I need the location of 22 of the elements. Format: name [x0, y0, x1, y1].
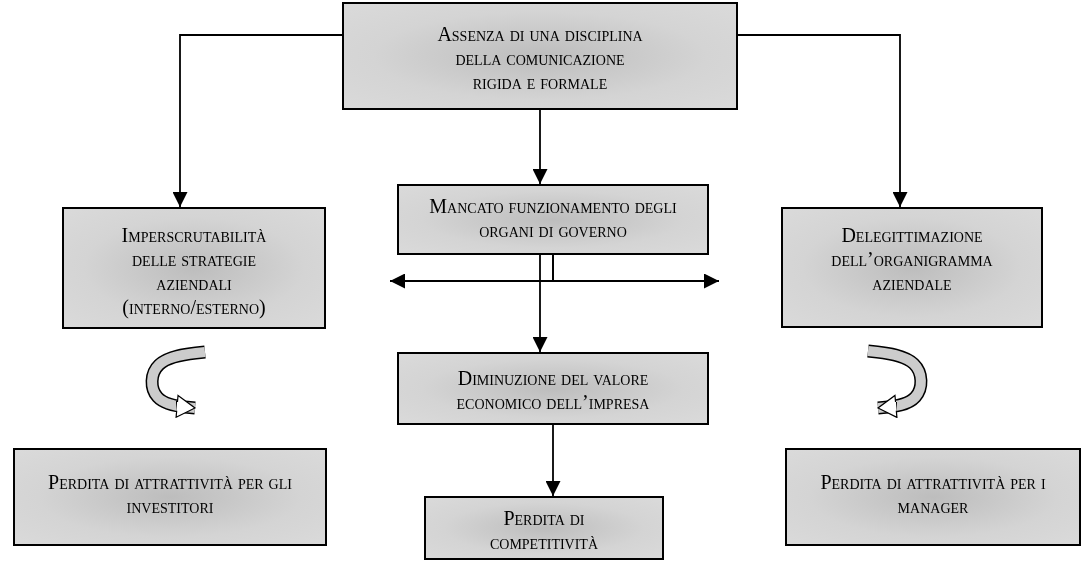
- process-box: [13, 448, 327, 546]
- process-box: [62, 207, 326, 329]
- box-label: Perdita di competitività: [488, 506, 600, 555]
- box-label: Delegittimazione dell’organigramma aziendale: [830, 223, 994, 296]
- box-label: Perdita di attrattività per i manager: [819, 470, 1047, 519]
- process-box: [785, 448, 1081, 546]
- process-box: [397, 184, 709, 255]
- process-box: [424, 496, 664, 560]
- box-label: Imperscrutabilità delle strategie aziendali (interno/esterno): [120, 223, 268, 320]
- box-label: Assenza di una disciplina della comunicazione rigida e formale: [436, 22, 644, 95]
- arrow: [737, 34, 908, 208]
- box-label: Mancato funzionamento degli organi di governo: [429, 194, 677, 243]
- arrow: [532, 109, 548, 185]
- process-box: [342, 2, 738, 110]
- arrow: [545, 424, 561, 497]
- arrow: [172, 34, 343, 208]
- process-box: [397, 352, 709, 425]
- box-label: Perdita di attrattività per gli investitori: [47, 470, 293, 519]
- arrow: [532, 254, 548, 353]
- process-box: [781, 207, 1043, 328]
- arrow: [552, 254, 720, 289]
- box-label: Diminuzione del valore economico dell’impresa: [455, 366, 651, 415]
